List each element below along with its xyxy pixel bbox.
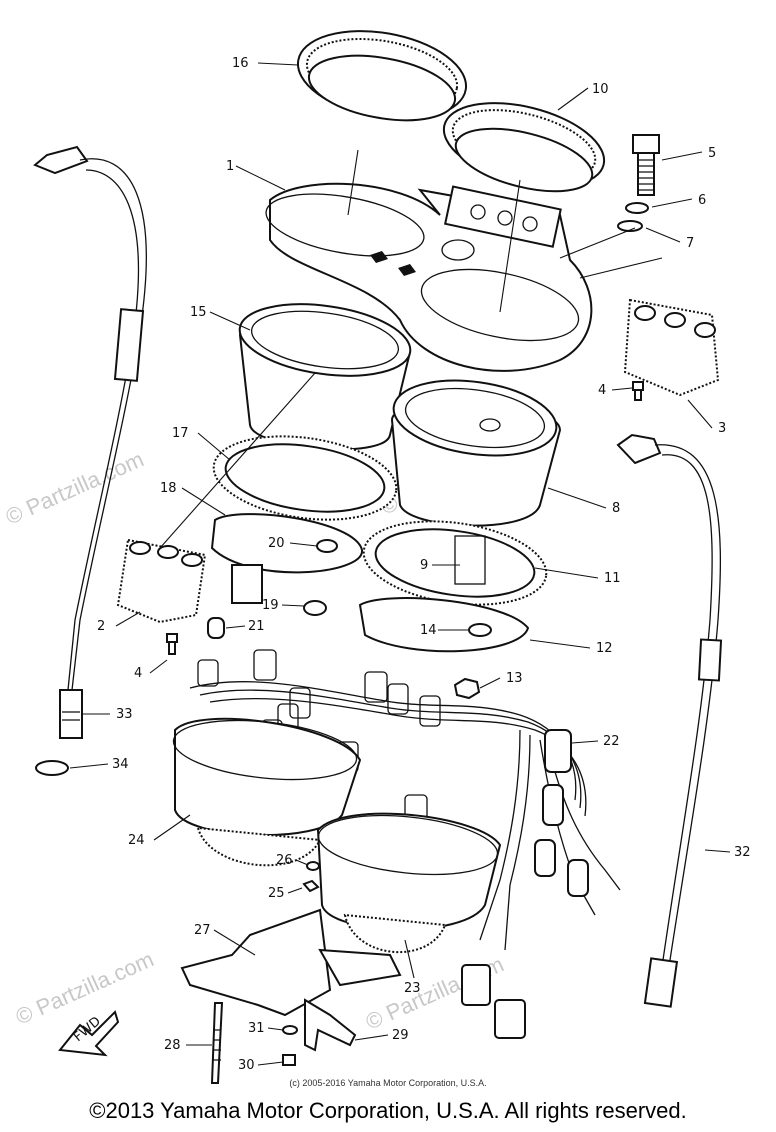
- plate-18: [210, 513, 364, 604]
- callout-23: 23: [404, 981, 421, 996]
- wire-harness-22: [189, 649, 621, 1039]
- meter-case-24: [172, 717, 362, 867]
- diagram-copyright-small: (c) 2005-2016 Yamaha Motor Corporation, …: [289, 1078, 487, 1088]
- callout-24: 24: [128, 833, 145, 848]
- callout-9: 9: [420, 558, 428, 573]
- gasket-17: [212, 435, 398, 521]
- bezel-ring-16: [296, 30, 468, 122]
- washer-34: [35, 760, 69, 776]
- screw-30: [282, 1054, 296, 1066]
- callout-26: 26: [276, 853, 293, 868]
- cable-33: [33, 145, 147, 739]
- cable-32: [616, 433, 723, 1008]
- callout-32: 32: [734, 845, 751, 860]
- grommet-20: [316, 539, 338, 553]
- fwd-arrow-icon: FWD: [58, 1010, 120, 1057]
- meter-housing-1: [265, 182, 593, 372]
- bracket-3: [623, 298, 720, 397]
- washer-7: [617, 220, 643, 232]
- screw-25: [302, 879, 320, 893]
- callout-13: 13: [506, 671, 523, 686]
- grommet-19: [303, 600, 327, 616]
- copyright-footer: ©2013 Yamaha Motor Corporation, U.S.A. A…: [89, 1098, 687, 1123]
- callout-21: 21: [248, 619, 265, 634]
- callout-28: 28: [164, 1038, 181, 1053]
- callout-11: 11: [604, 571, 621, 586]
- bolt-28: [210, 1002, 224, 1084]
- bulb-21: [207, 617, 225, 639]
- callout-1: 1: [226, 159, 234, 174]
- grommet-26: [306, 861, 320, 871]
- callout-19: 19: [262, 598, 279, 613]
- gasket-11: [362, 520, 548, 606]
- bracket-2: [116, 538, 207, 624]
- washer-6: [625, 202, 649, 214]
- screw-4-left: [166, 633, 178, 655]
- watermark: © Partzilla.com: [2, 446, 148, 529]
- callout-30: 30: [238, 1058, 255, 1073]
- alignment-lines: [159, 149, 663, 549]
- washer-31: [282, 1025, 298, 1035]
- meter-case-23: [316, 812, 502, 954]
- callout-8: 8: [612, 501, 620, 516]
- callout-4-left: 4: [134, 666, 142, 681]
- bracket-27: [180, 908, 402, 1017]
- bracket-29: [304, 998, 357, 1052]
- tachometer-15: [238, 303, 412, 482]
- callout-15: 15: [190, 305, 207, 320]
- screw-4-right: [632, 381, 644, 401]
- bezel-ring-10: [442, 102, 606, 193]
- callout-22: 22: [603, 734, 620, 749]
- callout-14: 14: [420, 623, 437, 638]
- callout-2: 2: [97, 619, 105, 634]
- callout-7: 7: [686, 236, 694, 251]
- bolt-5: [632, 134, 660, 196]
- callout-31: 31: [248, 1021, 265, 1036]
- callout-34: 34: [112, 757, 129, 772]
- callout-29: 29: [392, 1028, 409, 1043]
- callout-10: 10: [592, 82, 609, 97]
- callout-12: 12: [596, 641, 613, 656]
- speedometer-8: [390, 379, 562, 527]
- callout-6: 6: [698, 193, 706, 208]
- callout-20: 20: [268, 536, 285, 551]
- callout-27: 27: [194, 923, 211, 938]
- grommet-14: [468, 623, 492, 637]
- callout-25: 25: [268, 886, 285, 901]
- callout-labels: 16 10 1 5 6 7 15 4 3 17 18 8 9 20 11 19 …: [97, 56, 751, 1073]
- callout-4-right: 4: [598, 383, 606, 398]
- callout-3: 3: [718, 421, 726, 436]
- callout-16: 16: [232, 56, 249, 71]
- plate-12: [358, 597, 530, 653]
- callout-5: 5: [708, 146, 716, 161]
- nut-13: [453, 677, 481, 700]
- watermark: © Partzilla.com: [12, 946, 158, 1029]
- callout-17: 17: [172, 426, 189, 441]
- callout-18: 18: [160, 481, 177, 496]
- callout-33: 33: [116, 707, 133, 722]
- leader-lines: [69, 62, 731, 1066]
